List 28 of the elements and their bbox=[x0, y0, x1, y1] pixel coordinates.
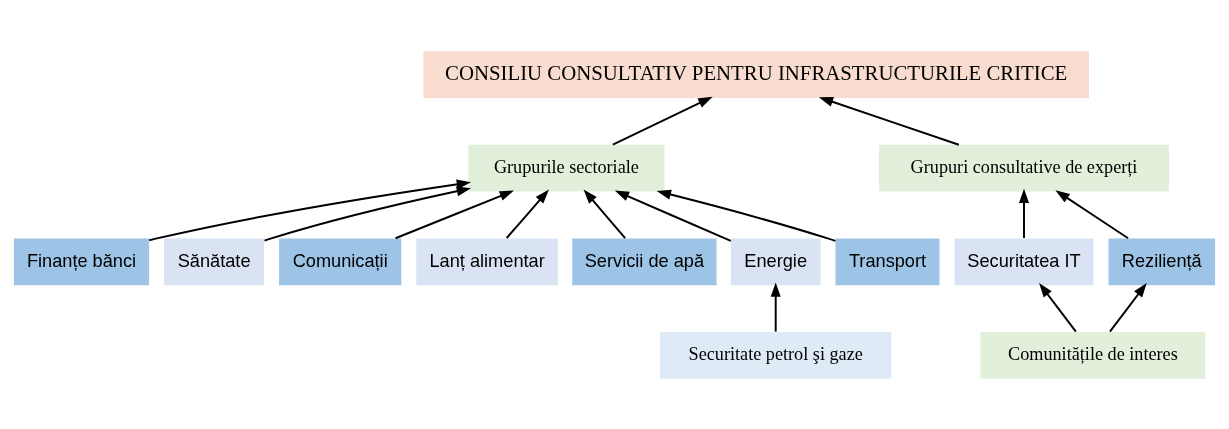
node-box: Sănătate bbox=[164, 237, 265, 285]
node-box: Reziliență bbox=[1108, 237, 1216, 285]
arrow bbox=[611, 96, 713, 146]
node-box: Securitatea IT bbox=[954, 237, 1094, 285]
node-box: Energie bbox=[730, 237, 821, 285]
node-box: Lanț alimentar bbox=[416, 237, 558, 285]
node-box: Grupurile sectoriale bbox=[468, 144, 665, 192]
node-box: Finanțe bănci bbox=[13, 237, 150, 285]
arrow bbox=[583, 189, 627, 239]
arrow bbox=[1019, 188, 1029, 239]
arrow bbox=[614, 190, 732, 242]
arrow bbox=[1055, 189, 1130, 239]
node-box: Comunicații bbox=[279, 237, 402, 285]
arrow bbox=[818, 96, 960, 146]
arrow bbox=[656, 189, 837, 242]
node-box: Securitate petrol şi gaze bbox=[660, 331, 892, 379]
node-box: Servicii de apă bbox=[572, 237, 717, 285]
node-box: Grupuri consultative de experți bbox=[879, 144, 1169, 192]
arrow bbox=[505, 189, 549, 239]
arrow bbox=[1108, 282, 1147, 333]
arrow bbox=[148, 178, 472, 241]
arrow bbox=[1039, 282, 1077, 333]
node-box: CONSILIU CONSULTATIV PENTRU INFRASTRUCTURILE CRITICE bbox=[423, 50, 1089, 98]
arrow bbox=[263, 185, 471, 242]
node-box: Transport bbox=[835, 237, 940, 285]
arrow bbox=[394, 190, 514, 239]
arrow bbox=[770, 281, 781, 333]
node-box: Comunitățile de interes bbox=[980, 331, 1206, 379]
